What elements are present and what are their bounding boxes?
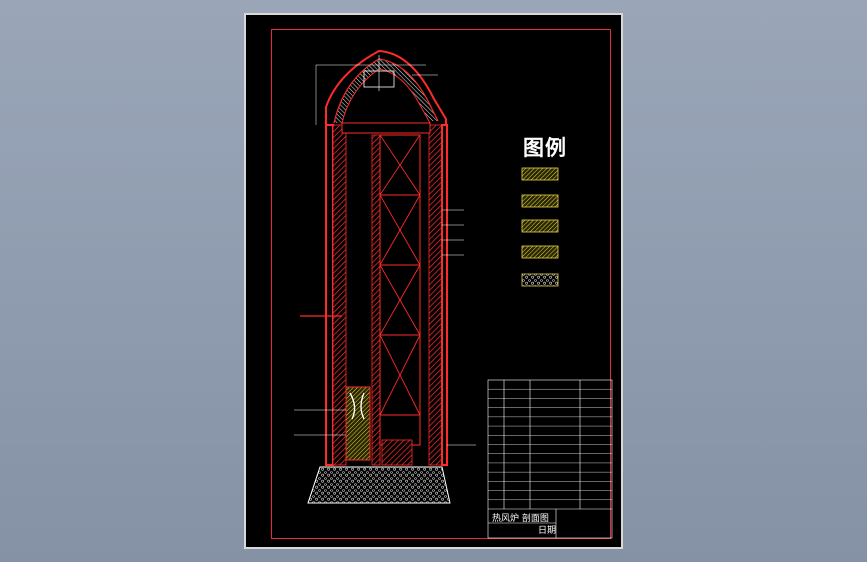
right-lining: [428, 124, 443, 466]
annotation-leaders: [294, 74, 476, 446]
right-outer-shell: [441, 124, 448, 466]
left-outer-shell: [325, 124, 334, 466]
burner-block: [345, 386, 371, 461]
title-block-table: [487, 379, 613, 539]
truss-bracing: [379, 134, 421, 416]
legend-swatches: [521, 167, 559, 287]
combustion-chamber-wall: [371, 134, 381, 466]
drawing-sheet: 图例 热风炉 剖面图 日期: [244, 13, 623, 549]
foundation: [307, 466, 451, 504]
drawing-name: 热风炉 剖面图: [492, 514, 549, 524]
left-lining: [332, 124, 347, 466]
drawing-frame: [271, 29, 611, 539]
title-block-rows: [488, 389, 612, 500]
dome-shell: [325, 49, 447, 133]
stove-section-drawing: [294, 49, 613, 539]
checker-chamber: [379, 134, 421, 446]
legend-title: 图例: [523, 135, 567, 160]
date-label: 日期: [538, 526, 557, 536]
